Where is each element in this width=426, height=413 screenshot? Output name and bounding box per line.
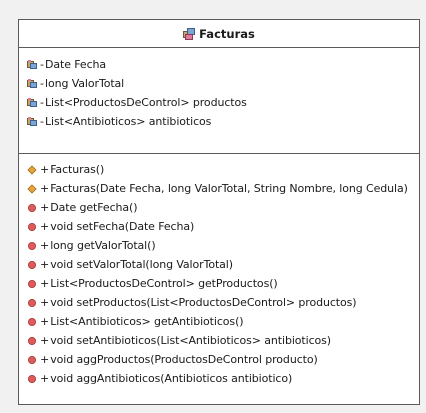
- constructor-icon: [27, 164, 38, 175]
- method-row[interactable]: +void aggProductos(ProductosDeControl pr…: [19, 350, 419, 369]
- constructor-row[interactable]: +Facturas(Date Fecha, long ValorTotal, S…: [19, 179, 419, 198]
- uml-class-box[interactable]: Facturas -Date Fecha-long ValorTotal-Lis…: [18, 19, 420, 405]
- visibility-marker: +: [40, 239, 50, 252]
- visibility-marker: +: [40, 220, 50, 233]
- method-row-text: void aggProductos(ProductosDeControl pro…: [50, 353, 318, 366]
- method-row-text: void setFecha(Date Fecha): [50, 220, 195, 233]
- method-row[interactable]: +void setProductos(List<ProductosDeContr…: [19, 293, 419, 312]
- visibility-marker: -: [40, 58, 44, 71]
- method-row-text: void setProductos(List<ProductosDeContro…: [50, 296, 357, 309]
- method-row-text: Date getFecha(): [50, 201, 138, 214]
- public-method-icon: [27, 279, 38, 289]
- attribute-row[interactable]: -Date Fecha: [19, 55, 419, 74]
- attribute-row-text: long ValorTotal: [44, 77, 125, 90]
- visibility-marker: -: [40, 115, 44, 128]
- visibility-marker: -: [40, 77, 44, 90]
- public-method-icon: [27, 222, 38, 232]
- method-row[interactable]: +void aggAntibioticos(Antibioticos antib…: [19, 369, 419, 388]
- public-method-icon: [27, 298, 38, 308]
- attributes-compartment: -Date Fecha-long ValorTotal-List<Product…: [19, 48, 419, 154]
- constructor-row-text: Facturas(Date Fecha, long ValorTotal, St…: [50, 182, 408, 195]
- method-row[interactable]: +long getValorTotal(): [19, 236, 419, 255]
- attribute-row-text: List<Antibioticos> antibioticos: [44, 115, 212, 128]
- visibility-marker: +: [40, 258, 50, 271]
- attribute-row-text: List<ProductosDeControl> productos: [44, 96, 247, 109]
- methods-compartment: +Facturas()+Facturas(Date Fecha, long Va…: [19, 154, 419, 388]
- private-field-icon: [27, 116, 38, 127]
- visibility-marker: +: [40, 296, 50, 309]
- attribute-row[interactable]: -List<ProductosDeControl> productos: [19, 93, 419, 112]
- visibility-marker: -: [40, 96, 44, 109]
- method-row-text: void aggAntibioticos(Antibioticos antibi…: [50, 372, 293, 385]
- public-method-icon: [27, 336, 38, 346]
- visibility-marker: +: [40, 163, 50, 176]
- visibility-marker: +: [40, 182, 50, 195]
- class-header[interactable]: Facturas: [19, 20, 419, 48]
- method-row-text: void setAntibioticos(List<Antibioticos> …: [50, 334, 331, 347]
- method-row-text: long getValorTotal(): [50, 239, 156, 252]
- private-field-icon: [27, 97, 38, 108]
- method-row-text: List<Antibioticos> getAntibioticos(): [50, 315, 244, 328]
- private-field-icon: [27, 78, 38, 89]
- public-method-icon: [27, 355, 38, 365]
- visibility-marker: +: [40, 315, 50, 328]
- method-row-text: void setValorTotal(long ValorTotal): [50, 258, 233, 271]
- method-row[interactable]: +void setValorTotal(long ValorTotal): [19, 255, 419, 274]
- method-row[interactable]: +void setFecha(Date Fecha): [19, 217, 419, 236]
- class-name: Facturas: [199, 26, 255, 41]
- method-row[interactable]: +List<Antibioticos> getAntibioticos(): [19, 312, 419, 331]
- visibility-marker: +: [40, 372, 50, 385]
- visibility-marker: +: [40, 201, 50, 214]
- method-row[interactable]: +Date getFecha(): [19, 198, 419, 217]
- attribute-row[interactable]: -long ValorTotal: [19, 74, 419, 93]
- constructor-icon: [27, 183, 38, 194]
- visibility-marker: +: [40, 334, 50, 347]
- attribute-row-text: Date Fecha: [44, 58, 107, 71]
- public-method-icon: [27, 260, 38, 270]
- method-row-text: List<ProductosDeControl> getProductos(): [50, 277, 278, 290]
- class-icon: [183, 27, 196, 40]
- attribute-row[interactable]: -List<Antibioticos> antibioticos: [19, 112, 419, 131]
- public-method-icon: [27, 374, 38, 384]
- public-method-icon: [27, 241, 38, 251]
- method-row[interactable]: +List<ProductosDeControl> getProductos(): [19, 274, 419, 293]
- method-row[interactable]: +void setAntibioticos(List<Antibioticos>…: [19, 331, 419, 350]
- visibility-marker: +: [40, 277, 50, 290]
- public-method-icon: [27, 203, 38, 213]
- visibility-marker: +: [40, 353, 50, 366]
- public-method-icon: [27, 317, 38, 327]
- private-field-icon: [27, 59, 38, 70]
- constructor-row-text: Facturas(): [50, 163, 105, 176]
- constructor-row[interactable]: +Facturas(): [19, 160, 419, 179]
